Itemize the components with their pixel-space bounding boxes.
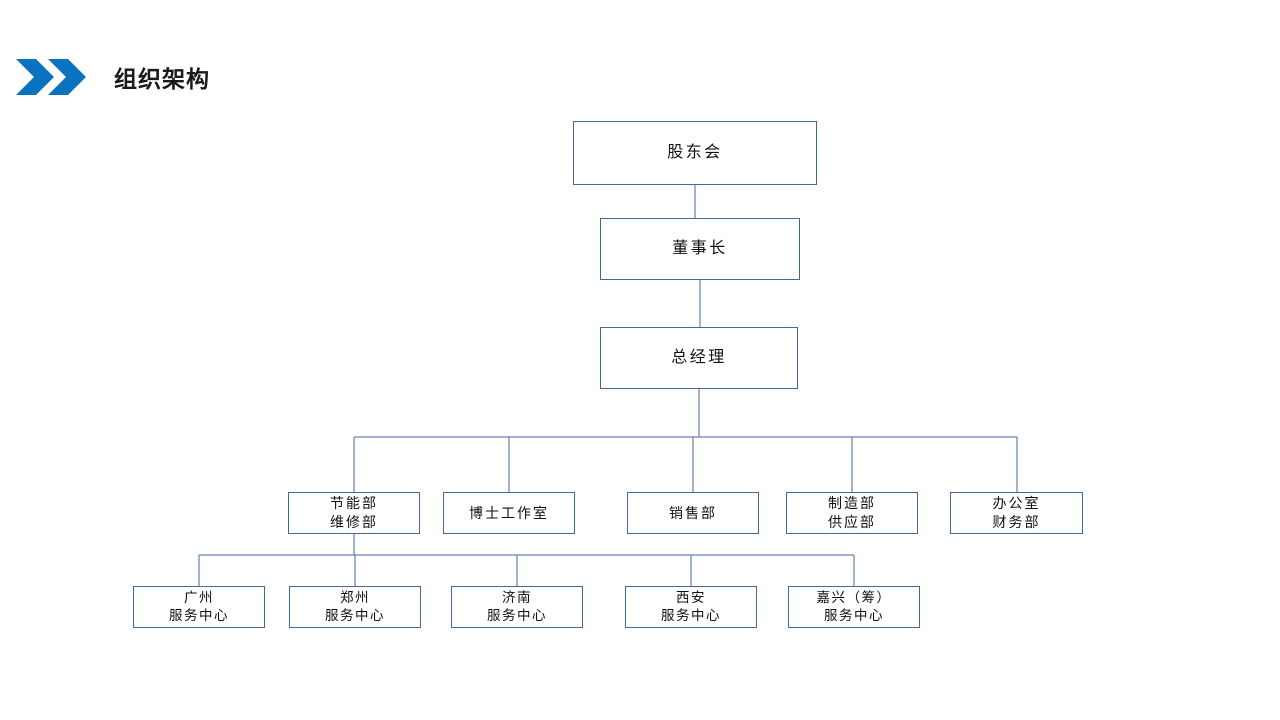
- org-node-label-line1: 节能部: [330, 495, 378, 512]
- org-node-chairman[interactable]: 董事长: [600, 218, 800, 280]
- org-node-label-line2: 服务中心: [169, 608, 229, 623]
- org-node-doctoral-workstation[interactable]: 博士工作室: [443, 492, 575, 534]
- org-node-label: 销售部: [669, 504, 717, 521]
- org-node-label-line1: 制造部: [828, 495, 876, 512]
- org-node-label: 股东会: [667, 144, 723, 162]
- org-node-manufacturing-supply-dept[interactable]: 制造部 供应部: [786, 492, 918, 534]
- page-title: 组织架构: [114, 66, 210, 92]
- org-node-label-line1: 办公室: [992, 495, 1041, 512]
- org-node-sales-dept[interactable]: 销售部: [627, 492, 759, 534]
- org-node-label-line1: 济南: [502, 589, 532, 605]
- org-node-shareholders-meeting[interactable]: 股东会: [573, 121, 817, 185]
- org-node-label-line2: 服务中心: [487, 608, 547, 623]
- org-node-label-line2: 供应部: [828, 514, 876, 530]
- org-node-label-line1: 西安: [676, 589, 706, 605]
- org-node-office-finance-dept[interactable]: 办公室 财务部: [950, 492, 1083, 534]
- org-node-label-line1: 郑州: [340, 589, 370, 605]
- double-chevron-right-icon: [14, 57, 86, 97]
- org-node-zhengzhou-service-center[interactable]: 郑州 服务中心: [289, 586, 421, 628]
- org-node-label-line1: 嘉兴（筹）: [816, 589, 892, 605]
- org-node-label: 总经理: [671, 349, 727, 367]
- org-node-label-line2: 维修部: [330, 514, 378, 530]
- org-node-jinan-service-center[interactable]: 济南 服务中心: [451, 586, 583, 628]
- org-node-label-line2: 服务中心: [824, 608, 884, 623]
- org-node-label-line2: 服务中心: [325, 608, 385, 623]
- slide-header: 组织架构: [0, 0, 1280, 120]
- org-node-energy-saving-maintenance-dept[interactable]: 节能部 维修部: [288, 492, 420, 534]
- org-node-jiaxing-service-center[interactable]: 嘉兴（筹） 服务中心: [788, 586, 920, 628]
- org-node-xian-service-center[interactable]: 西安 服务中心: [625, 586, 757, 628]
- org-node-label: 博士工作室: [469, 504, 549, 521]
- org-node-label-line1: 广州: [184, 589, 214, 605]
- org-node-general-manager[interactable]: 总经理: [600, 327, 798, 389]
- org-node-label-line2: 财务部: [992, 514, 1041, 530]
- org-node-guangzhou-service-center[interactable]: 广州 服务中心: [133, 586, 265, 628]
- org-node-label: 董事长: [672, 240, 728, 258]
- org-node-label-line2: 服务中心: [661, 608, 721, 623]
